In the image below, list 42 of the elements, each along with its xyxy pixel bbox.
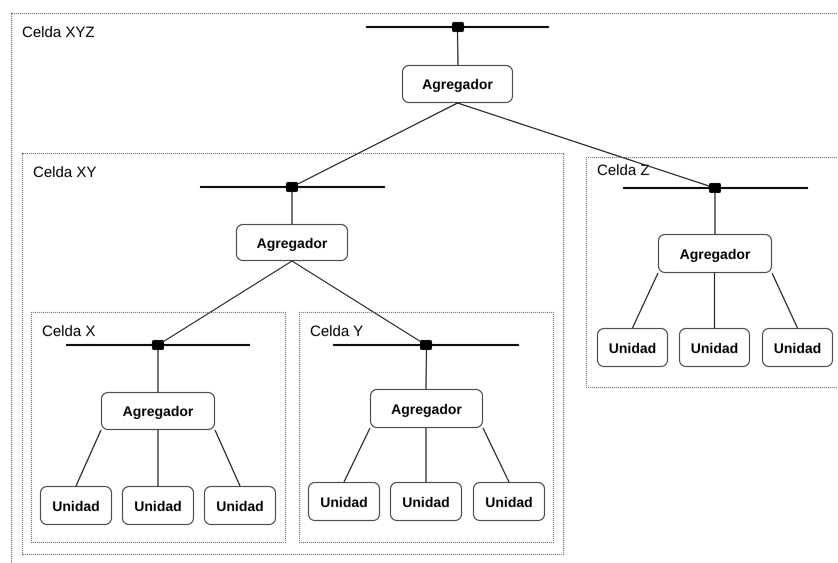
component-box: Unidad [473,482,545,521]
connector-line [426,350,427,390]
component-box: Unidad [40,486,112,525]
connector-line [214,430,240,486]
cell-label: Celda X [42,324,96,340]
connector-line [164,260,292,342]
component-box: Unidad [390,482,462,521]
cell-label: Celda XY [33,165,96,181]
component-box: Agregador [236,224,348,261]
component-box: Unidad [308,482,380,521]
component-box: Unidad [679,328,750,367]
cell-boundary [586,157,838,388]
cell-label: Celda XYZ [22,25,95,41]
component-box: Unidad [122,486,194,525]
component-box: Unidad [204,486,276,525]
cell-boundary [299,312,554,543]
component-box: Unidad [597,328,668,367]
connector-line [298,102,458,184]
bus-junction [286,182,298,192]
component-box: Agregador [370,389,483,428]
cell-boundary [31,312,286,543]
bus-junction [420,340,432,350]
connector-line [772,272,798,328]
component-box: Agregador [402,65,513,103]
connector-line [457,102,710,187]
connector-line [632,272,658,328]
connector-line [714,192,716,234]
cell-boundary [11,13,838,563]
connector-line [76,430,102,486]
connector-line [482,428,510,482]
connector-line [457,32,458,66]
cell-label: Celda Y [310,324,364,340]
connector-line [344,428,370,482]
bus-junction [709,183,721,193]
bus-junction [152,340,164,350]
bus-junction [452,22,464,32]
component-box: Agregador [658,234,772,273]
connector-line [714,272,715,328]
connector-line [292,260,420,342]
cell-boundary [22,153,564,555]
component-box: Agregador [101,392,215,430]
component-box: Unidad [762,328,833,367]
